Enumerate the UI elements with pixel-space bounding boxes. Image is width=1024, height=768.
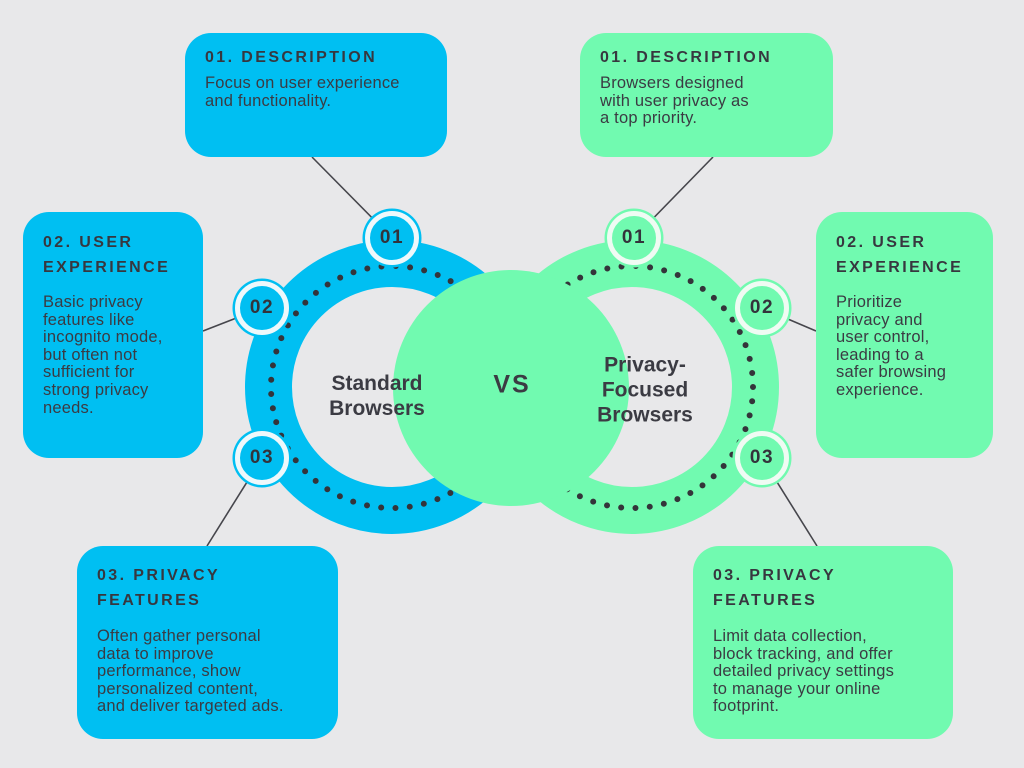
badge-standard-02: 02	[235, 281, 289, 335]
card-body: Often gather personal data to improve pe…	[97, 627, 284, 716]
vs-label: VS	[493, 370, 531, 399]
card-title: 02. USER EXPERIENCE	[836, 234, 964, 276]
card-title: 01. DESCRIPTION	[600, 49, 773, 66]
card-body: Focus on user experience and functionali…	[205, 74, 400, 110]
badge-privacy-01: 01	[607, 211, 661, 265]
card-body: Browsers designed with user privacy as a…	[600, 74, 749, 128]
card-standard-privacy-features: 03. PRIVACY FEATURES Often gather person…	[77, 546, 338, 739]
card-title: 03. PRIVACY FEATURES	[97, 567, 221, 609]
standard-browsers-label: Standard Browsers	[329, 372, 425, 420]
card-title: 02. USER EXPERIENCE	[43, 234, 171, 276]
card-standard-description: 01. DESCRIPTION Focus on user experience…	[185, 33, 447, 157]
privacy-browsers-dotted-ring	[508, 263, 756, 511]
card-title: 03. PRIVACY FEATURES	[713, 567, 837, 609]
overlap-circle	[393, 270, 629, 506]
badge-standard-03: 03	[235, 431, 289, 485]
card-body: Basic privacy features like incognito mo…	[43, 293, 163, 417]
badge-privacy-02: 02	[735, 281, 789, 335]
privacy-browsers-label: Privacy- Focused Browsers	[597, 353, 693, 427]
badge-privacy-03: 03	[735, 431, 789, 485]
card-title: 01. DESCRIPTION	[205, 49, 378, 66]
card-body: Limit data collection, block tracking, a…	[713, 627, 895, 716]
card-privacy-privacy-features: 03. PRIVACY FEATURES Limit data collecti…	[693, 546, 953, 739]
card-standard-user-experience: 02. USER EXPERIENCE Basic privacy featur…	[23, 212, 203, 458]
card-privacy-user-experience: 02. USER EXPERIENCE Prioritize privacy a…	[816, 212, 993, 458]
card-privacy-description: 01. DESCRIPTION Browsers designed with u…	[580, 33, 833, 157]
card-body: Prioritize privacy and user control, lea…	[836, 293, 947, 399]
badge-standard-01: 01	[365, 211, 419, 265]
